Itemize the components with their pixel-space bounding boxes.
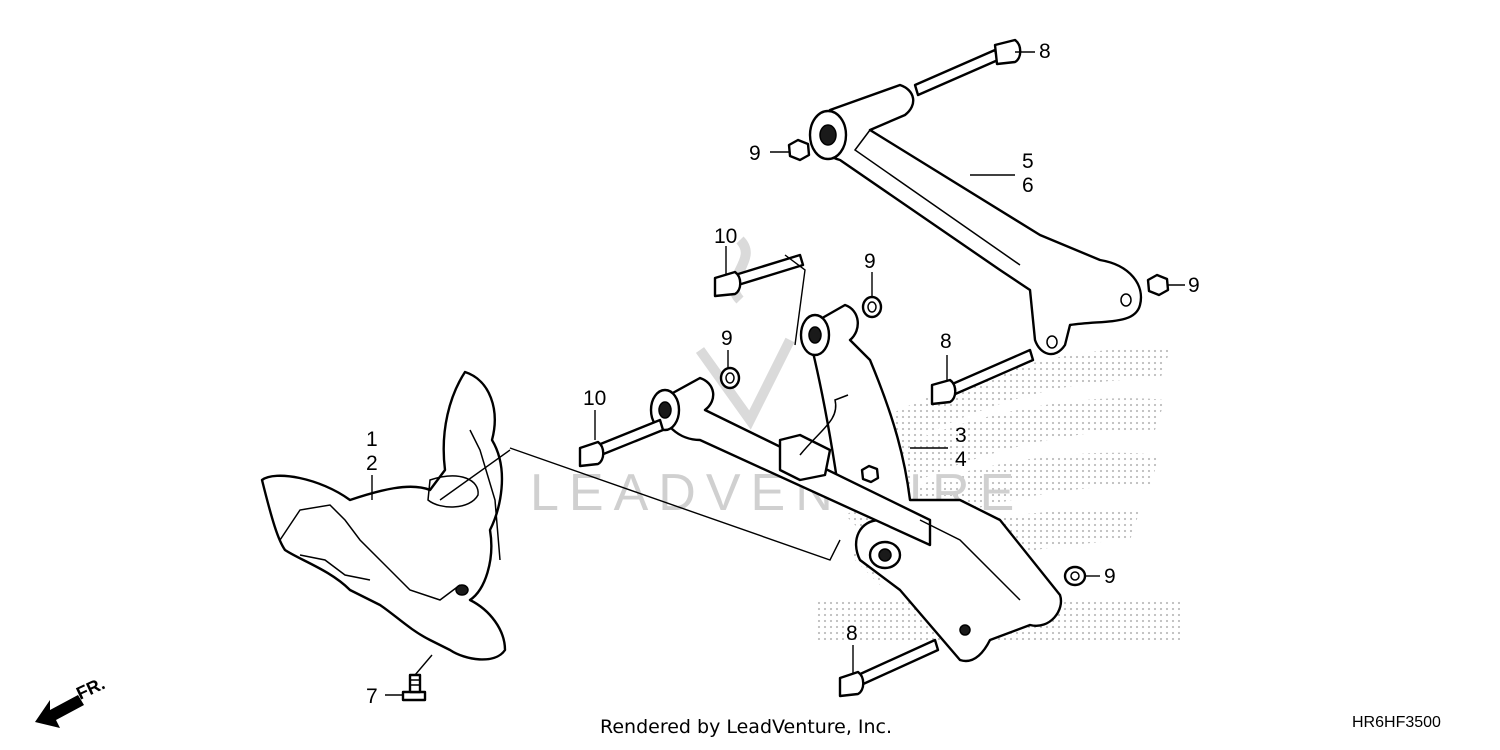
nut-right-top xyxy=(1146,273,1170,297)
callout-5: 5 xyxy=(1022,150,1034,173)
front-direction-marker: FR. xyxy=(35,673,108,728)
bolt-lower-left xyxy=(578,418,665,468)
nut-center xyxy=(860,464,880,484)
bolt-upper-left xyxy=(713,253,805,298)
callout-4: 4 xyxy=(955,448,967,471)
upper-arm xyxy=(808,83,1143,356)
callout-6: 6 xyxy=(1022,174,1034,197)
callout-9-top-left: 9 xyxy=(749,142,761,165)
callout-9-right-bottom: 9 xyxy=(1104,565,1116,588)
guard-plate xyxy=(260,370,507,661)
callout-7: 7 xyxy=(366,685,378,708)
callout-labels: 1 2 3 4 5 6 7 8 8 8 9 9 9 9 9 10 10 xyxy=(366,40,1200,708)
bolt-right-middle xyxy=(930,348,1035,406)
callout-10-lower: 10 xyxy=(583,387,606,410)
diagram-code: HR6HF3500 xyxy=(1352,714,1441,731)
leader-lines xyxy=(371,51,1185,696)
nut-top-left xyxy=(787,138,811,162)
callout-9-middle-upper: 9 xyxy=(864,250,876,273)
callout-10-upper: 10 xyxy=(714,225,737,248)
lower-arm-assembly xyxy=(649,303,1063,663)
front-arrow-icon xyxy=(35,695,84,728)
bolt-top xyxy=(913,38,1022,97)
callout-3: 3 xyxy=(955,424,967,447)
callout-8-top: 8 xyxy=(1039,40,1051,63)
nut-right-bottom xyxy=(1063,565,1087,587)
callout-1: 1 xyxy=(366,428,378,451)
callout-9-middle-left: 9 xyxy=(721,327,733,350)
callout-8-bottom: 8 xyxy=(846,622,858,645)
nut-middle-left xyxy=(719,366,741,390)
callout-8-middle: 8 xyxy=(940,330,952,353)
bolt-bottom xyxy=(838,638,940,698)
clip-bolt xyxy=(401,673,427,702)
callout-2: 2 xyxy=(366,452,378,475)
callout-9-right-top: 9 xyxy=(1188,274,1200,297)
grouping-lines xyxy=(439,254,841,561)
nut-middle-upper xyxy=(861,295,883,319)
render-credit: Rendered by LeadVenture, Inc. xyxy=(600,716,893,738)
